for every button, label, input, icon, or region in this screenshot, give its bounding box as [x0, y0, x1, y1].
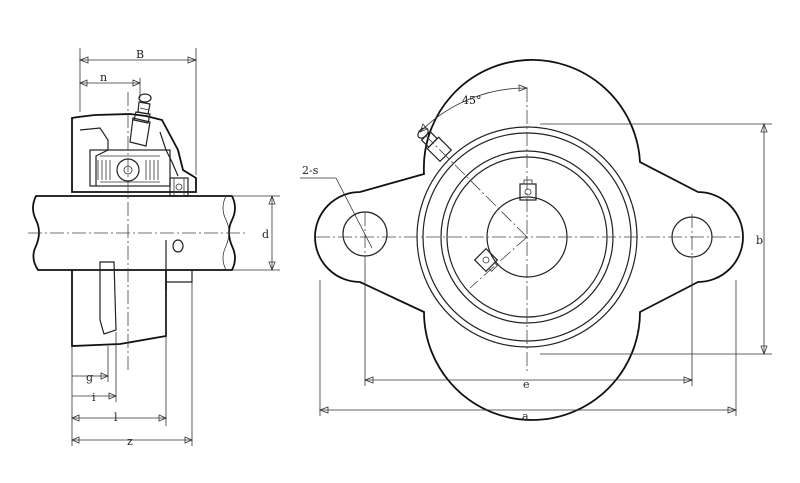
- screw-lower: [172, 239, 184, 253]
- dim-b: [540, 122, 772, 356]
- housing-lower: [71, 270, 167, 347]
- housing-inner-line: [79, 127, 109, 186]
- housing-lower-slot: [99, 261, 117, 335]
- bearing-ring: [89, 149, 171, 187]
- flange-outline: [314, 58, 744, 421]
- dim-e: [363, 262, 694, 386]
- dim-i: [72, 332, 118, 402]
- housing-inner-line-2: [159, 131, 179, 177]
- dim-B: [78, 48, 198, 175]
- dim-l: [70, 290, 168, 426]
- label-n: n: [100, 71, 107, 84]
- dim-d: [232, 194, 280, 272]
- set-screw-lower: [473, 247, 499, 273]
- screw-axis-line: [469, 236, 528, 289]
- label-b: b: [756, 234, 763, 247]
- label-z: z: [127, 435, 133, 448]
- label-e: e: [523, 378, 530, 391]
- label-2-s: 2-s: [302, 164, 319, 177]
- housing-lower-lip: [165, 270, 193, 283]
- label-d: d: [262, 228, 269, 241]
- nipple-axis-line: [424, 134, 528, 238]
- label-l: l: [114, 411, 118, 424]
- dim-a: [318, 280, 738, 416]
- angle-dim: [419, 84, 529, 133]
- shaft-break-right: [222, 195, 230, 271]
- front-view: 45° 2-s e a: [300, 58, 772, 423]
- dim-n: [78, 78, 142, 98]
- side-view: B n d g i: [28, 48, 280, 448]
- holes-leader: [300, 177, 373, 249]
- grease-nipple-side: [129, 93, 152, 147]
- set-screw-side: [169, 177, 189, 197]
- label-B: B: [136, 48, 144, 61]
- label-i: i: [92, 391, 96, 404]
- dim-z: [70, 282, 194, 446]
- label-g: g: [86, 371, 93, 384]
- seal-hatch-right: [145, 160, 159, 180]
- label-a: a: [522, 410, 529, 423]
- set-screw-top: [519, 179, 537, 201]
- seal-hatch-left: [97, 160, 111, 180]
- housing-upper: [71, 113, 197, 193]
- label-45: 45°: [462, 94, 482, 107]
